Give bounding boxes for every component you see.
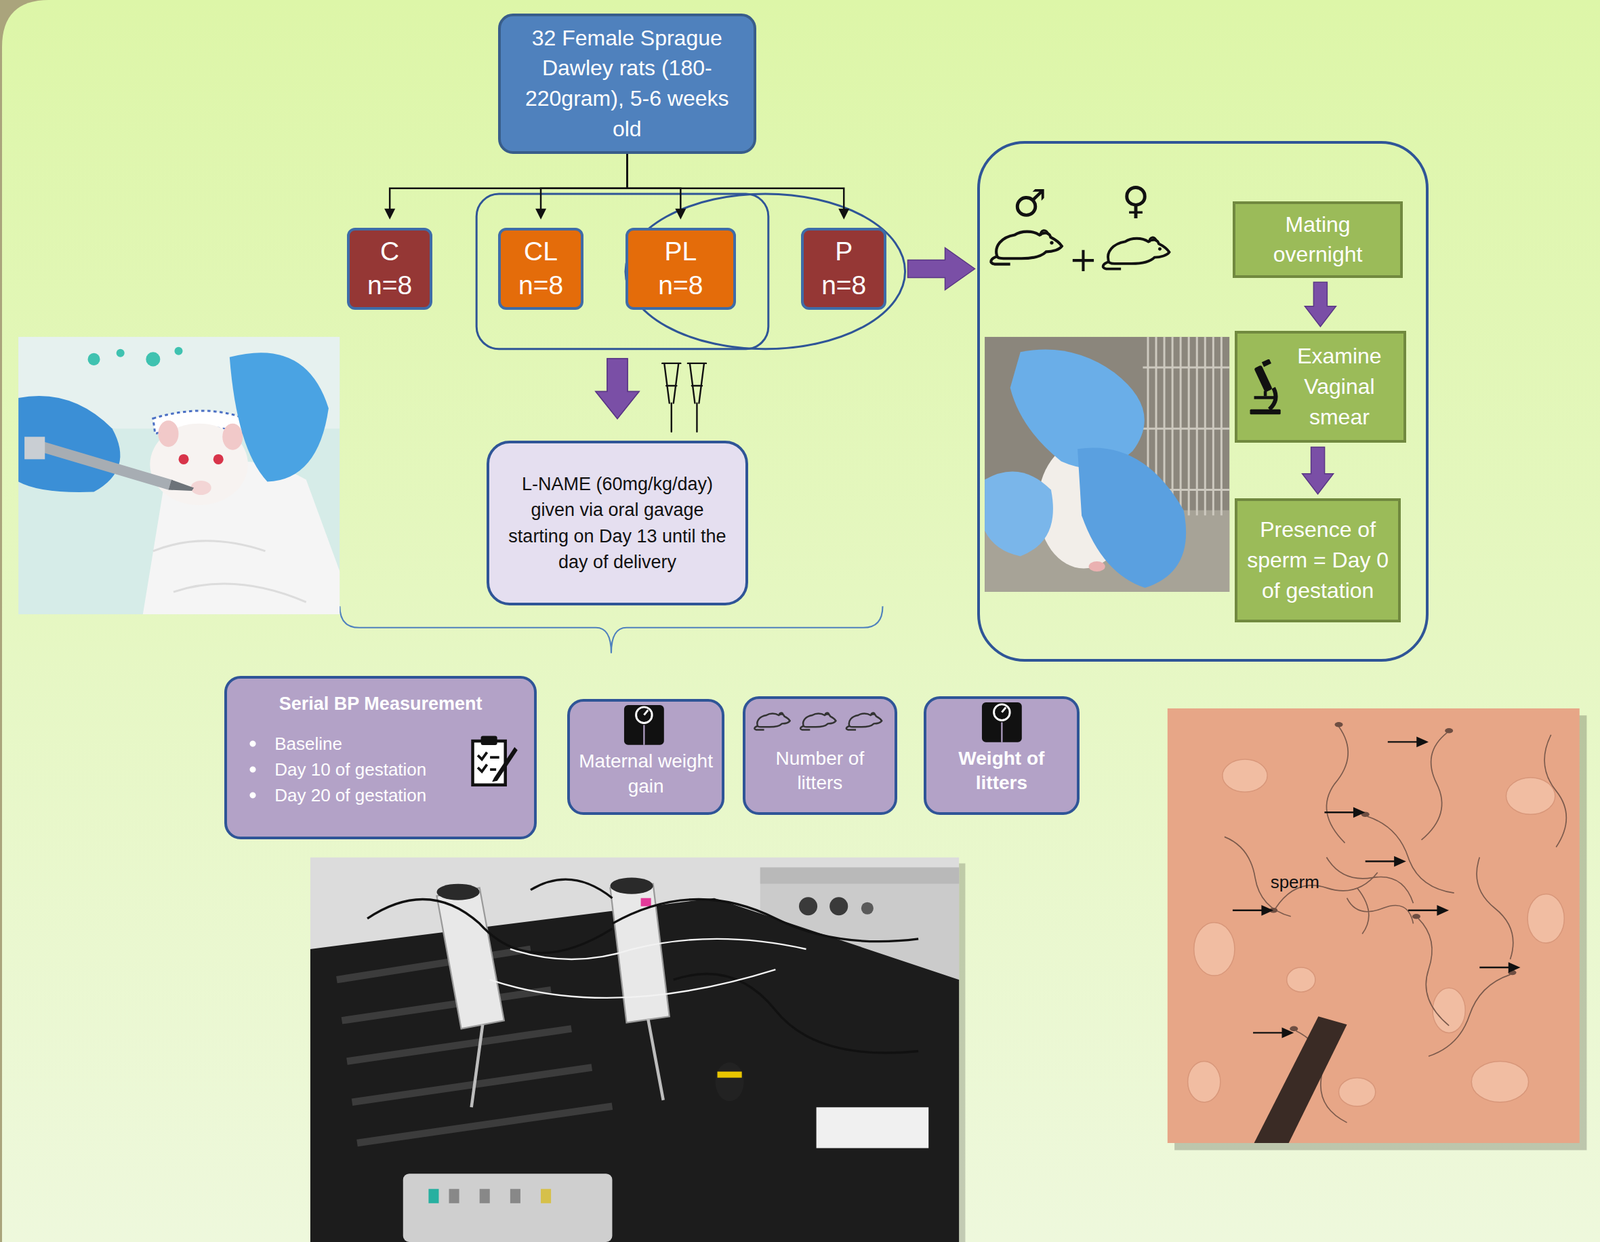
group-box: PLn=8 bbox=[625, 227, 736, 310]
group-name: P bbox=[834, 234, 853, 270]
connector bbox=[384, 153, 627, 220]
group-size: n=8 bbox=[518, 268, 564, 303]
sex-symbol: ♀ bbox=[1121, 181, 1150, 220]
bullet-item: Day 20 of gestation bbox=[237, 782, 524, 808]
box-text: Examine Vaginal smear bbox=[1282, 340, 1397, 432]
measure-box: Serial BP MeasurementBaselineDay 10 of g… bbox=[224, 675, 537, 839]
measure-box: Maternal weight gain bbox=[567, 698, 725, 814]
box-text: Maternal weight gain bbox=[575, 748, 717, 799]
group-box: Pn=8 bbox=[801, 227, 887, 310]
bullet-item: Day 10 of gestation bbox=[237, 756, 524, 783]
box-text: Mating overnight bbox=[1242, 209, 1394, 271]
microscope-icon bbox=[1246, 359, 1284, 417]
connector bbox=[595, 358, 640, 419]
procedure-panel: ♂ + ♀ Mating overnight Examine Vaginal smea… bbox=[977, 140, 1429, 662]
connector bbox=[595, 358, 640, 419]
study-box: 32 Female Sprague Dawley rats (180-220gr… bbox=[498, 13, 757, 154]
step-box: Examine Vaginal smear bbox=[1234, 330, 1407, 444]
box-text: L-NAME (60mg/kg/day) given via oral gava… bbox=[502, 470, 732, 575]
scale-icon bbox=[622, 702, 667, 747]
connector bbox=[1302, 447, 1334, 495]
group-size: n=8 bbox=[367, 268, 413, 303]
box-text: Presence of sperm = Day 0 of gestation bbox=[1244, 514, 1392, 606]
measure-box: Number of litters bbox=[742, 695, 897, 815]
group-name: CL bbox=[523, 234, 558, 270]
box-text: Number of litters bbox=[750, 746, 889, 796]
group-name: C bbox=[380, 234, 400, 270]
step-box: Presence of sperm = Day 0 of gestation bbox=[1234, 498, 1401, 623]
connector bbox=[626, 153, 850, 220]
connector bbox=[626, 153, 686, 220]
treatment-box: L-NAME (60mg/kg/day) given via oral gava… bbox=[486, 440, 748, 605]
box-text: Weight of litters bbox=[931, 746, 1072, 796]
group-size: n=8 bbox=[658, 268, 703, 303]
sex-symbol: ♂ bbox=[1012, 184, 1047, 223]
group-box: Cn=8 bbox=[346, 227, 433, 310]
connector bbox=[908, 248, 976, 291]
group-name: PL bbox=[664, 234, 697, 270]
sex-symbol: + bbox=[1068, 242, 1098, 277]
box-text: 32 Female Sprague Dawley rats (180-220gr… bbox=[510, 23, 745, 145]
group-size: n=8 bbox=[821, 268, 867, 303]
group-box: CLn=8 bbox=[498, 227, 584, 310]
connector bbox=[535, 153, 627, 220]
rat-icons bbox=[752, 704, 886, 735]
step-box: Mating overnight bbox=[1232, 201, 1403, 279]
connector bbox=[1304, 281, 1336, 327]
box-heading: Serial BP Measurement bbox=[237, 691, 524, 716]
image-label: sperm bbox=[1270, 872, 1320, 892]
bullet-item: Baseline bbox=[237, 730, 524, 757]
measure-box: Weight of litters bbox=[923, 695, 1080, 815]
scale-icon bbox=[979, 700, 1024, 745]
